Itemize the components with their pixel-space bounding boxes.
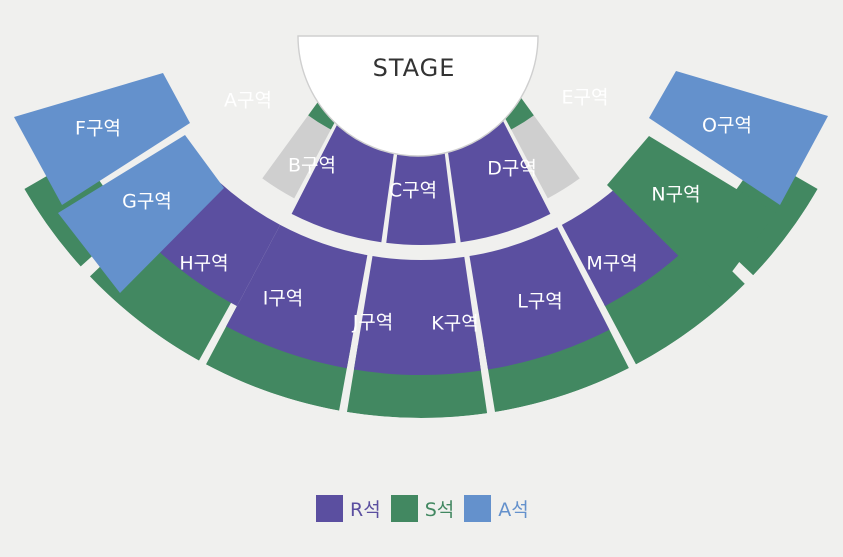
section-g[interactable]	[58, 135, 224, 293]
section-e-label: E구역	[562, 87, 609, 109]
section-a-unavailable	[262, 115, 331, 199]
section-i-label: I구역	[263, 288, 304, 310]
section-d-label: D구역	[487, 158, 537, 180]
legend-item-s: S석	[390, 495, 455, 522]
stage-label: STAGE	[373, 54, 456, 82]
section-j-label: J구역	[352, 312, 394, 334]
section-a-label: A구역	[224, 90, 272, 112]
section-j-inner	[353, 256, 481, 375]
section-l-label: L구역	[517, 291, 563, 313]
legend-swatch-s	[390, 495, 418, 522]
legend-label-a: A석	[498, 499, 529, 521]
section-f[interactable]	[14, 73, 190, 205]
section-f-label: F구역	[75, 118, 121, 140]
stage	[297, 35, 539, 157]
legend-label-s: S석	[424, 499, 455, 521]
section-n-label: N구역	[651, 184, 700, 206]
legend-item-a: A석	[464, 495, 529, 522]
section-b-label: B구역	[288, 155, 336, 177]
section-o[interactable]	[649, 71, 828, 205]
legend: R석 S석 A석	[316, 495, 539, 522]
section-h-label: H구역	[179, 253, 228, 275]
section-k-label: K구역	[431, 313, 478, 335]
section-i-inner	[469, 227, 610, 370]
section-e-unavailable	[511, 115, 580, 199]
section-n[interactable]	[607, 136, 776, 293]
legend-swatch-a	[464, 495, 492, 522]
legend-swatch-r	[316, 495, 343, 522]
section-m-label: M구역	[586, 253, 637, 275]
section-g-label: G구역	[122, 191, 172, 213]
section-k-inner	[226, 224, 368, 369]
legend-item-r: R석	[316, 495, 381, 522]
section-o-label: O구역	[702, 115, 752, 137]
legend-label-r: R석	[350, 499, 381, 521]
section-c-label: C구역	[389, 180, 437, 202]
